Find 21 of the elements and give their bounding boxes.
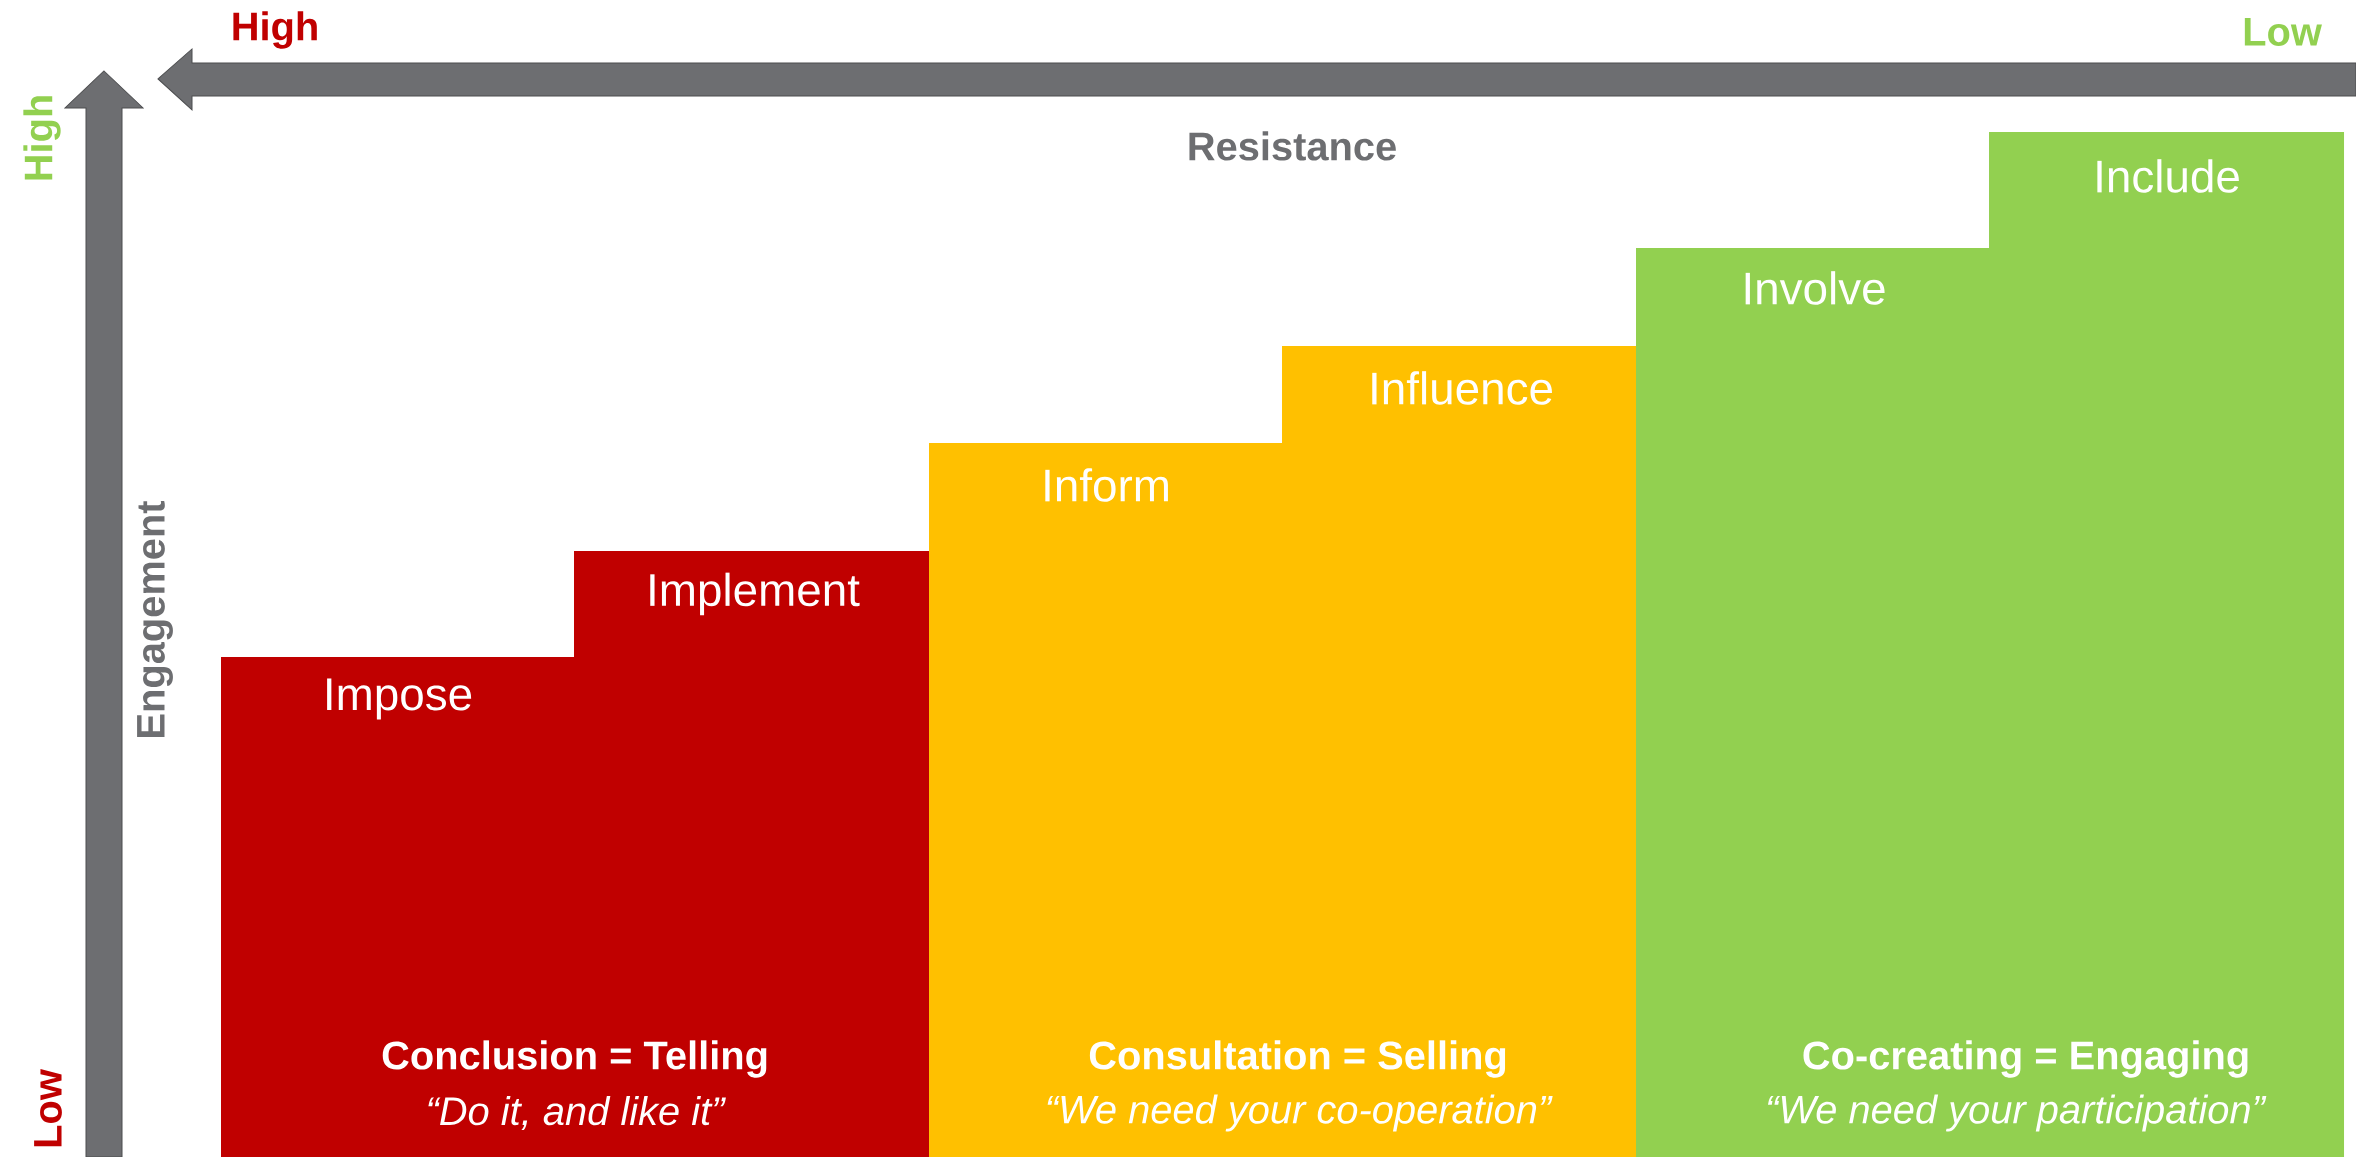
- block-quote: “Do it, and like it”: [428, 1096, 726, 1130]
- step-label: Include: [2097, 159, 2239, 193]
- step-label: Impose: [327, 678, 472, 720]
- step-block: [929, 346, 1636, 1157]
- axis-label: High: [233, 11, 317, 49]
- axis-label: Low: [2244, 18, 2322, 46]
- axis-label: Low: [34, 1069, 62, 1147]
- axis-label: Resistance: [1189, 131, 1396, 161]
- step-block: [1636, 132, 2345, 1157]
- block-heading: Consultation = Selling: [1089, 1040, 1506, 1078]
- block-quote: “We need your participation”: [1767, 1094, 2267, 1132]
- step-label: Inform: [1045, 468, 1168, 502]
- step-label: Implement: [650, 572, 860, 616]
- block-heading: Conclusion = Telling: [382, 1040, 767, 1078]
- step-label: Involve: [1745, 271, 1885, 305]
- axis-label: Engagement: [137, 500, 173, 737]
- block-heading: Co-creating = Engaging: [1803, 1040, 2248, 1078]
- step-block: [221, 551, 929, 1157]
- step-label: Influence: [1372, 371, 1552, 405]
- axis-label: High: [23, 96, 61, 180]
- block-quote: “We need your co-operation”: [1047, 1094, 1553, 1132]
